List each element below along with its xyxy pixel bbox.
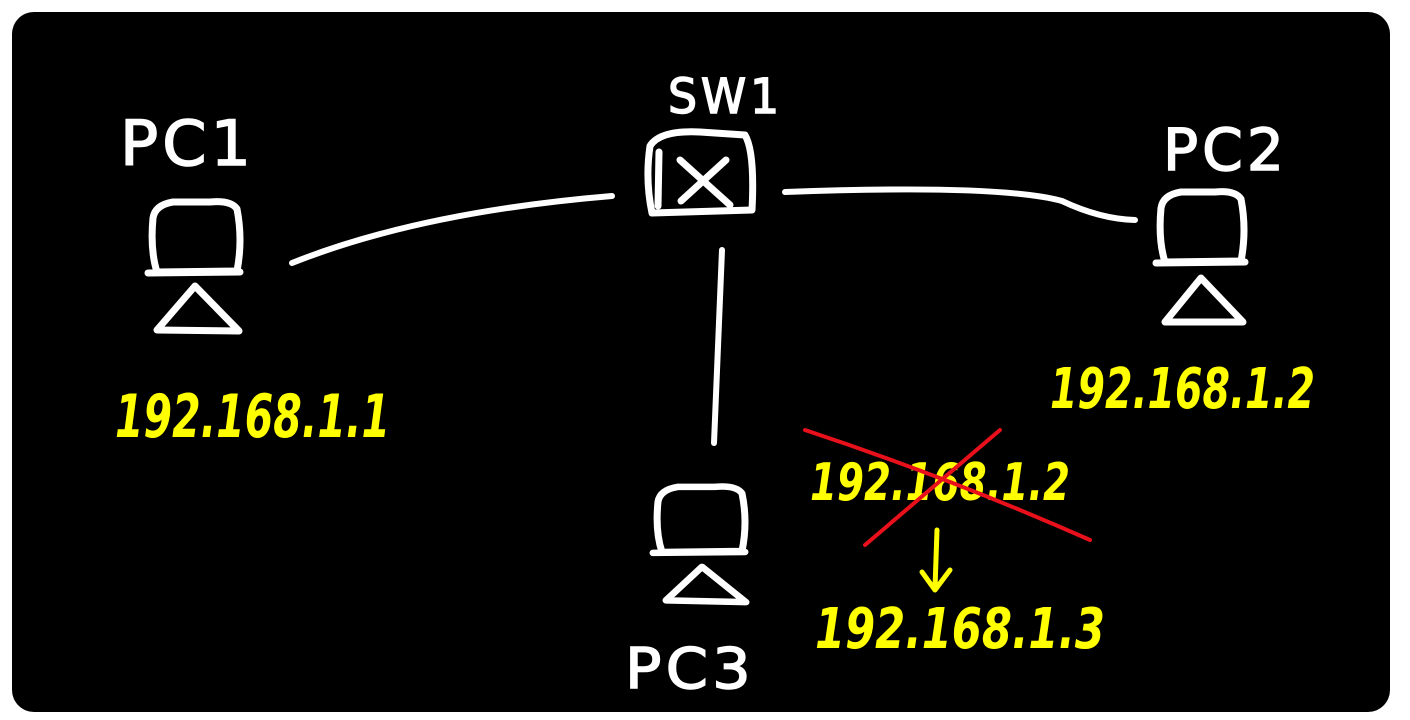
monitor-shape xyxy=(148,198,244,276)
stand-shape xyxy=(153,282,243,335)
pc2-ip: 192.168.1.2 xyxy=(1050,357,1315,422)
switch-inner-line xyxy=(654,148,663,210)
computer-icon xyxy=(144,198,244,335)
diagram-background xyxy=(12,12,1390,712)
link-pc1-sw1 xyxy=(289,193,615,266)
switch-cross-b xyxy=(677,156,730,205)
link-sw1-pc3 xyxy=(711,247,725,446)
monitor-base-line xyxy=(1152,258,1249,267)
link-sw1-pc2 xyxy=(782,186,1138,223)
pc3-new-ip: 192.168.1.3 xyxy=(815,597,1105,662)
computer-icon xyxy=(1152,188,1249,326)
pc3-node: PC3 192.168.1.2 192.168.1.3 xyxy=(624,428,1105,703)
strike-line-a xyxy=(803,428,1092,542)
monitor-base-line xyxy=(649,548,749,557)
stand-shape xyxy=(1161,274,1247,326)
arrow-shaft xyxy=(932,527,940,591)
switch-icon xyxy=(644,128,757,217)
down-arrow-icon xyxy=(919,527,953,593)
stand-shape xyxy=(662,563,750,606)
sw1-label: SW1 xyxy=(668,69,783,125)
strike-line-b xyxy=(863,428,1002,547)
sw1-node: SW1 xyxy=(644,68,783,217)
arrow-head xyxy=(919,567,953,593)
pc1-label: PC1 xyxy=(120,107,255,180)
pc3-label: PC3 xyxy=(625,637,755,702)
pc2-label: PC2 xyxy=(1163,116,1288,184)
pc1-node: PC1 192.168.1.1 xyxy=(115,106,390,452)
monitor-base-line xyxy=(144,268,244,277)
switch-box xyxy=(644,128,757,217)
monitor-shape xyxy=(653,483,749,556)
pc2-node: PC2 192.168.1.2 xyxy=(1050,115,1315,422)
monitor-shape xyxy=(1156,188,1248,266)
computer-icon xyxy=(649,483,750,606)
pc1-ip: 192.168.1.1 xyxy=(115,382,390,452)
